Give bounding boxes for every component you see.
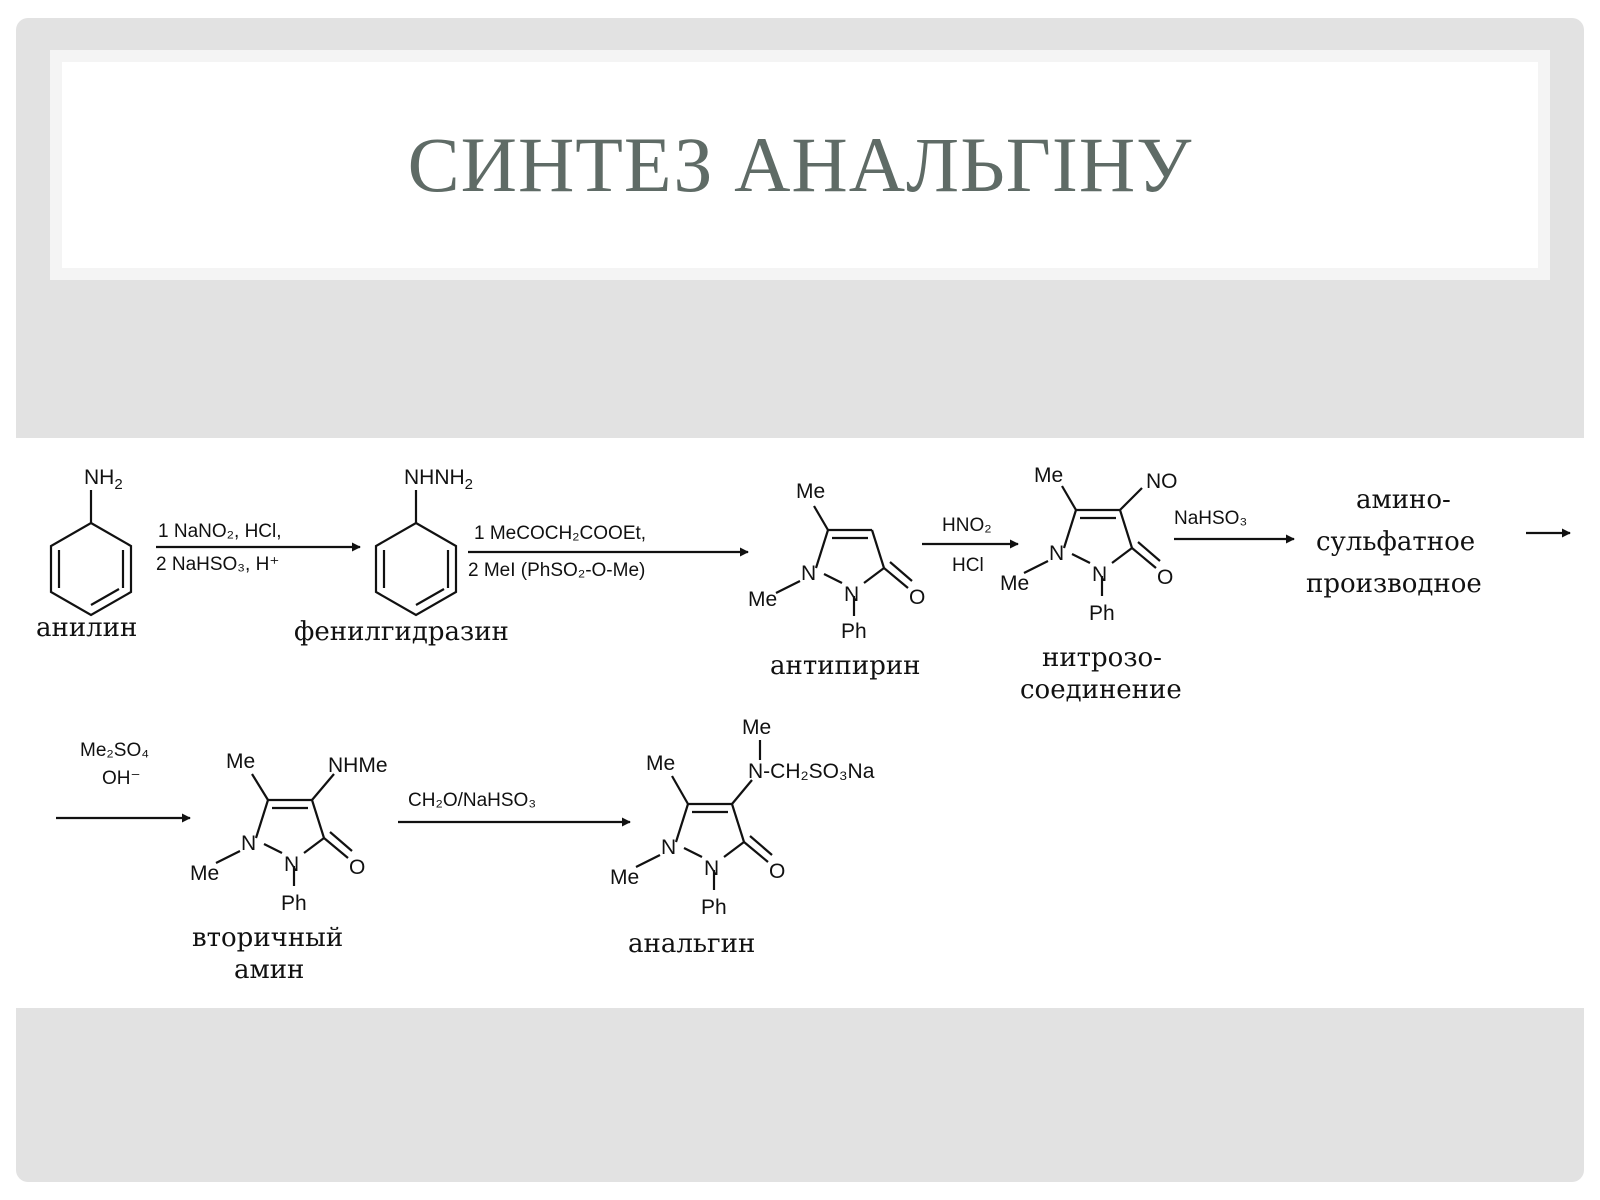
title-frame: СИНТЕЗ АНАЛЬГІНУ (50, 50, 1550, 280)
amine-nhme-group: NHMe (328, 754, 388, 777)
label-aminosulfate-line3: производное (1306, 569, 1482, 599)
step3-reagent-top: HNO₂ (942, 515, 992, 536)
label-aminosulfate-line1: амино- (1356, 485, 1451, 515)
step5-reagent-top: Me₂SO₄ (80, 740, 149, 761)
nitroso-n1: N (1049, 542, 1064, 565)
label-nitroso-line1: нитрозо- (1042, 643, 1162, 673)
amine-oxygen: O (349, 856, 365, 879)
step5-reagent-bottom: OH⁻ (102, 768, 141, 789)
label-aminosulfate-line2: сульфатное (1316, 527, 1475, 557)
analgin-me-top: Me (646, 752, 675, 775)
step2-reagent-line2: 2 MeI (PhSO₂-O-Me) (468, 560, 645, 581)
aminosulfate-block: амино- сульфатное производное (1306, 485, 1571, 599)
nitroso-oxygen: O (1157, 566, 1173, 589)
step3-reagent-bottom: HCl (952, 555, 984, 576)
aniline-structure: NH2 анилин (36, 466, 137, 643)
analgin-side-chain: N-CH₂SO₃Na (748, 760, 875, 783)
step4-arrow: NaHSO₃ (1174, 508, 1295, 544)
analgin-n1: N (661, 836, 676, 859)
label-analgin: анальгин (628, 929, 755, 959)
step1-reagent-line2: 2 NaHSO₃, H⁺ (156, 554, 279, 575)
step1-reagent-line1: 1 NaNO₂, HCl, (158, 521, 282, 542)
label-amine-line2: амин (234, 955, 304, 985)
step1-arrow: 1 NaNO₂, HCl, 2 NaHSO₃, H⁺ (156, 521, 361, 575)
analgin-me-n: Me (610, 866, 639, 889)
label-phenylhydrazine: фенилгидразин (294, 617, 509, 647)
synthesis-scheme: NH2 анилин 1 NaNO₂, HCl, 2 NaHSO₃, H⁺ NH… (16, 438, 1584, 1008)
nitroso-n2: N (1092, 563, 1107, 586)
nitroso-structure: Me NO N N Me O Ph нитрозо- соединение (1000, 464, 1182, 705)
amine-me-top: Me (226, 750, 255, 773)
slide: СИНТЕЗ АНАЛЬГІНУ NH2 анилин 1 NaN (16, 18, 1584, 1182)
step6-arrow: CH₂O/NaHSO₃ (398, 790, 631, 827)
antipyrine-n2: N (844, 583, 859, 606)
step2-reagent-line1: 1 MeCOCH₂COOEt, (474, 523, 646, 544)
step3-arrow: HNO₂ HCl (922, 515, 1019, 576)
title-box: СИНТЕЗ АНАЛЬГІНУ (62, 62, 1538, 268)
label-amine-line1: вторичный (192, 923, 343, 953)
analgin-oxygen: O (769, 860, 785, 883)
nitroso-me-top: Me (1034, 464, 1063, 487)
step6-reagent: CH₂O/NaHSO₃ (408, 790, 536, 811)
analgin-structure: Me N-CH₂SO₃Na Me N N Me O Ph анальгин (610, 716, 875, 959)
step4-reagent: NaHSO₃ (1174, 508, 1247, 529)
phenylhydrazine-structure: NHNH2 фенилгидразин (294, 466, 509, 647)
step5-arrow: Me₂SO₄ OH⁻ (56, 740, 191, 823)
label-aniline: анилин (36, 613, 137, 643)
step2-arrow: 1 MeCOCH₂COOEt, 2 MeI (PhSO₂-O-Me) (468, 523, 749, 581)
analgin-me-on-n: Me (742, 716, 771, 739)
nitroso-ph: Ph (1089, 602, 1115, 625)
nhnh2-group: NHNH2 (404, 466, 473, 493)
nh2-group: NH2 (84, 466, 123, 493)
antipyrine-structure: Me N N Me O Ph антипирин (748, 480, 925, 681)
nitroso-no-group: NO (1146, 470, 1178, 493)
antipyrine-me-top: Me (796, 480, 825, 503)
amine-me-n: Me (190, 862, 219, 885)
slide-title: СИНТЕЗ АНАЛЬГІНУ (407, 121, 1193, 208)
analgin-ph: Ph (701, 896, 727, 919)
secondary-amine-structure: Me NHMe N N Me O Ph вторичный амин (190, 750, 388, 985)
nitroso-me-n: Me (1000, 572, 1029, 595)
antipyrine-n1: N (801, 562, 816, 585)
antipyrine-oxygen: O (909, 586, 925, 609)
antipyrine-me-n: Me (748, 588, 777, 611)
amine-n2: N (284, 853, 299, 876)
label-nitroso-line2: соединение (1020, 675, 1182, 705)
label-antipyrine: антипирин (770, 651, 921, 681)
amine-n1: N (241, 832, 256, 855)
amine-ph: Ph (281, 892, 307, 915)
reaction-scheme-svg: NH2 анилин 1 NaNO₂, HCl, 2 NaHSO₃, H⁺ NH… (36, 464, 1571, 985)
antipyrine-ph: Ph (841, 620, 867, 643)
analgin-n2: N (704, 857, 719, 880)
